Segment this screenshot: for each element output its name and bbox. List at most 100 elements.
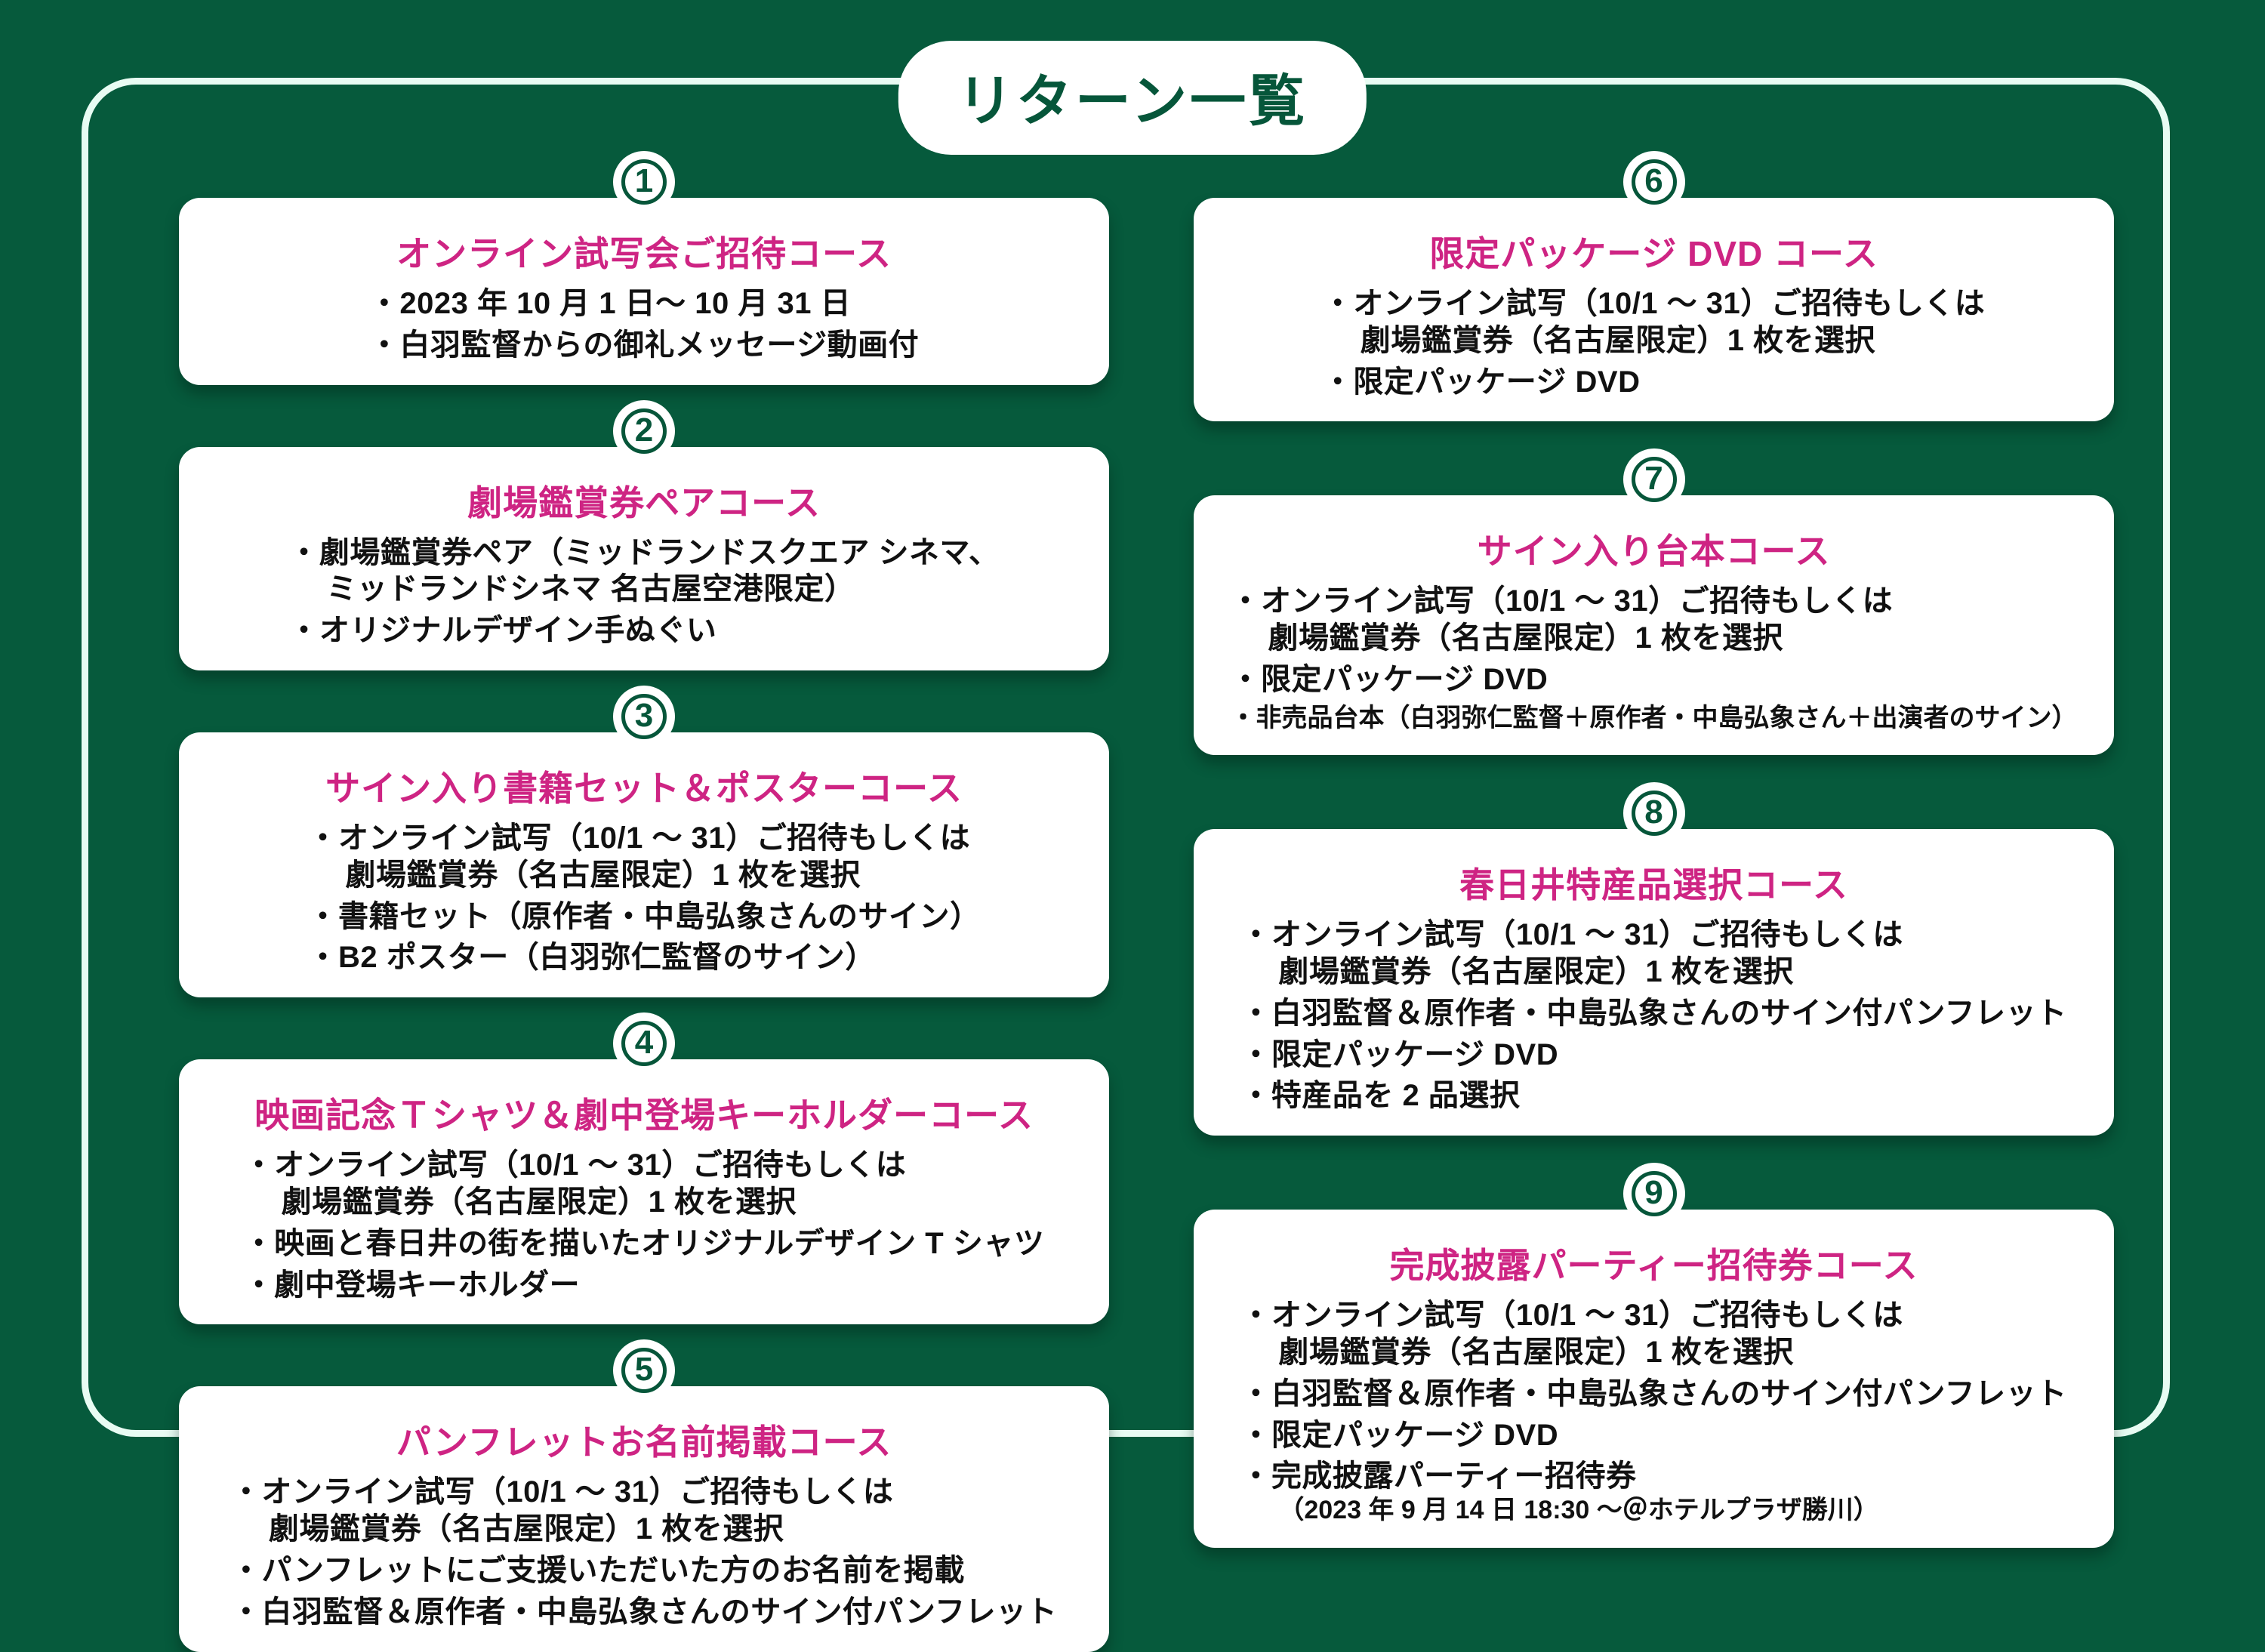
course-benefit-list: ・オンライン試写（10/1 ～ 31）ご招待もしくは劇場鑑賞券（名古屋限定）1 …	[308, 820, 981, 976]
course-number-badge: 4	[613, 1012, 675, 1075]
benefit-line: ・限定パッケージ DVD	[1322, 365, 1641, 399]
benefit-line: ・オリジナルデザイン手ぬぐい	[288, 614, 717, 648]
benefit-item: ・白羽監督からの御礼メッセージ動画付	[369, 327, 919, 364]
course-title: 完成披露パーティー招待券コース	[1389, 1246, 1918, 1286]
page-title: リターン一覧	[898, 41, 1367, 155]
course-title: オンライン試写会ご招待コース	[396, 234, 892, 273]
benefit-item: ・オンライン試写（10/1 ～ 31）ご招待もしくは劇場鑑賞券（名古屋限定）1 …	[244, 1147, 1045, 1221]
course-benefit-list: ・オンライン試写（10/1 ～ 31）ご招待もしくは劇場鑑賞券（名古屋限定）1 …	[1231, 583, 2078, 734]
course-number: 6	[1631, 159, 1677, 205]
benefit-item: ・オンライン試写（10/1 ～ 31）ご招待もしくは劇場鑑賞券（名古屋限定）1 …	[1323, 285, 1986, 359]
course-slot: 3 サイン入り書籍セット＆ポスターコース・オンライン試写（10/1 ～ 31）ご招…	[179, 685, 1109, 998]
benefit-item: ・限定パッケージ DVD	[1240, 1417, 2066, 1454]
benefit-line: 劇場鑑賞券（名古屋限定）1 枚を選択	[1278, 1336, 1794, 1370]
benefit-line: ・オンライン試写（10/1 ～ 31）ご招待もしくは	[243, 1148, 907, 1182]
return-course-card: 8 春日井特産品選択コース・オンライン試写（10/1 ～ 31）ご招待もしくは劇場…	[1194, 782, 2114, 1136]
return-course-card: 4 映画記念Ｔシャツ＆劇中登場キーホルダーコース・オンライン試写（10/1 ～ 3…	[179, 1012, 1109, 1325]
course-benefit-list: ・2023 年 10 月 1 日～ 10 月 31 日・白羽監督からの御礼メッセ…	[369, 285, 919, 364]
course-benefit-list: ・オンライン試写（10/1 ～ 31）ご招待もしくは劇場鑑賞券（名古屋限定）1 …	[244, 1147, 1045, 1303]
return-course-card: 5 パンフレットお名前掲載コース・オンライン試写（10/1 ～ 31）ご招待もしく…	[179, 1339, 1109, 1652]
course-title: サイン入り書籍セット＆ポスターコース	[325, 768, 963, 808]
course-title: 映画記念Ｔシャツ＆劇中登場キーホルダーコース	[254, 1096, 1034, 1136]
benefit-item: ・オンライン試写（10/1 ～ 31）ご招待もしくは劇場鑑賞券（名古屋限定）1 …	[1231, 583, 2078, 657]
course-number: 8	[1631, 791, 1677, 837]
benefit-line: ・限定パッケージ DVD	[1240, 1418, 1559, 1452]
benefit-line: ・映画と春日井の街を描いたオリジナルデザイン T シャツ	[243, 1226, 1045, 1260]
benefit-item: ・完成披露パーティー招待券 （2023 年 9 月 14 日 18:30 ～＠ホテ…	[1240, 1458, 2066, 1526]
course-number: 3	[621, 693, 667, 739]
course-title: 春日井特産品選択コース	[1459, 865, 1848, 905]
course-number-badge: 9	[1622, 1163, 1685, 1225]
benefit-line: ・オンライン試写（10/1 ～ 31）ご招待もしくは	[1240, 1299, 1903, 1333]
benefit-line: ・特産品を 2 品選択	[1240, 1079, 1521, 1113]
course-benefit-list: ・オンライン試写（10/1 ～ 31）ご招待もしくは劇場鑑賞券（名古屋限定）1 …	[231, 1474, 1057, 1630]
course-number-badge: 5	[613, 1339, 675, 1402]
course-number-badge: 7	[1622, 448, 1685, 511]
benefit-item: ・書籍セット（原作者・中島弘象さんのサイン）	[308, 898, 981, 935]
course-slot: 5 パンフレットお名前掲載コース・オンライン試写（10/1 ～ 31）ご招待もしく…	[179, 1339, 1109, 1652]
benefit-item: ・限定パッケージ DVD	[1240, 1037, 2066, 1074]
course-benefit-list: ・オンライン試写（10/1 ～ 31）ご招待もしくは劇場鑑賞券（名古屋限定）1 …	[1323, 285, 1986, 400]
benefit-line: 劇場鑑賞券（名古屋限定）1 枚を選択	[345, 858, 861, 892]
benefit-item: ・2023 年 10 月 1 日～ 10 月 31 日	[369, 285, 919, 322]
benefit-item: ・白羽監督＆原作者・中島弘象さんのサイン付パンフレット	[1240, 1376, 2066, 1413]
course-slot: 4 映画記念Ｔシャツ＆劇中登場キーホルダーコース・オンライン試写（10/1 ～ 3…	[179, 1012, 1109, 1325]
course-slot: 1 オンライン試写会ご招待コース・2023 年 10 月 1 日～ 10 月 31…	[179, 151, 1109, 385]
benefit-item: ・劇場鑑賞券ペア（ミッドランドスクエア シネマ、ミッドランドシネマ 名古屋空港限…	[288, 535, 999, 609]
course-number-badge: 3	[613, 685, 675, 747]
benefit-line: ・白羽監督からの御礼メッセージ動画付	[368, 328, 920, 362]
course-number: 5	[621, 1348, 667, 1394]
benefit-line: ・限定パッケージ DVD	[1240, 1037, 1559, 1071]
benefit-line: ・限定パッケージ DVD	[1230, 662, 1549, 696]
course-number: 2	[621, 408, 667, 454]
benefit-item: ・限定パッケージ DVD	[1231, 661, 2078, 698]
benefit-item: ・オンライン試写（10/1 ～ 31）ご招待もしくは劇場鑑賞券（名古屋限定）1 …	[1240, 1297, 2066, 1371]
benefit-line: ・B2 ポスター（白羽弥仁監督のサイン）	[307, 941, 876, 975]
course-benefit-list: ・オンライン試写（10/1 ～ 31）ご招待もしくは劇場鑑賞券（名古屋限定）1 …	[1240, 1297, 2066, 1526]
benefit-line: ・白羽監督＆原作者・中島弘象さんのサイン付パンフレット	[1240, 996, 2067, 1030]
benefit-item: ・特産品を 2 品選択	[1240, 1077, 2066, 1114]
benefit-line: ・劇場鑑賞券ペア（ミッドランドスクエア シネマ、	[288, 535, 1000, 569]
benefit-line: ・オンライン試写（10/1 ～ 31）ご招待もしくは	[1230, 584, 1894, 618]
benefit-item: ・非売品台本（白羽弥仁監督＋原作者・中島弘象さん＋出演者のサイン）	[1231, 703, 2078, 734]
benefit-item: ・白羽監督＆原作者・中島弘象さんのサイン付パンフレット	[231, 1594, 1057, 1631]
return-course-card: 1 オンライン試写会ご招待コース・2023 年 10 月 1 日～ 10 月 31…	[179, 151, 1109, 385]
benefit-line: ・劇中登場キーホルダー	[243, 1268, 581, 1302]
benefit-line: ・オンライン試写（10/1 ～ 31）ご招待もしくは	[230, 1475, 894, 1509]
course-number-badge: 2	[613, 399, 675, 462]
course-number: 7	[1631, 457, 1677, 503]
benefit-item: ・オンライン試写（10/1 ～ 31）ご招待もしくは劇場鑑賞券（名古屋限定）1 …	[308, 820, 981, 894]
benefit-line: ・白羽監督＆原作者・中島弘象さんのサイン付パンフレット	[230, 1595, 1058, 1629]
benefit-line: ・オンライン試写（10/1 ～ 31）ご招待もしくは	[307, 821, 971, 855]
course-number: 4	[621, 1021, 667, 1067]
course-number-badge: 8	[1622, 782, 1685, 845]
benefit-item: ・白羽監督＆原作者・中島弘象さんのサイン付パンフレット	[1240, 995, 2066, 1032]
benefit-line: ・オンライン試写（10/1 ～ 31）ご招待もしくは	[1240, 918, 1903, 952]
benefit-line: ・非売品台本（白羽弥仁監督＋原作者・中島弘象さん＋出演者のサイン）	[1230, 703, 2078, 732]
course-title: パンフレットお名前掲載コース	[396, 1422, 892, 1462]
benefit-line: ・2023 年 10 月 1 日～ 10 月 31 日	[368, 287, 852, 320]
benefit-line: ミッドランドシネマ 名古屋空港限定）	[326, 572, 855, 606]
benefit-item: ・オンライン試写（10/1 ～ 31）ご招待もしくは劇場鑑賞券（名古屋限定）1 …	[231, 1474, 1057, 1548]
left-column: 1 オンライン試写会ご招待コース・2023 年 10 月 1 日～ 10 月 31…	[179, 151, 1109, 1652]
benefit-line: ・書籍セット（原作者・中島弘象さんのサイン）	[307, 899, 981, 933]
benefit-line: ・完成披露パーティー招待券	[1240, 1459, 1637, 1493]
benefit-line: 劇場鑑賞券（名古屋限定）1 枚を選択	[1360, 323, 1876, 357]
benefit-line: ・パンフレットにご支援いただいた方のお名前を掲載	[230, 1553, 965, 1587]
benefit-item: ・映画と春日井の街を描いたオリジナルデザイン T シャツ	[244, 1225, 1045, 1262]
course-slot: 9 完成披露パーティー招待券コース・オンライン試写（10/1 ～ 31）ご招待もし…	[1194, 1163, 2114, 1548]
course-number-badge: 6	[1622, 151, 1685, 213]
benefit-item: ・オリジナルデザイン手ぬぐい	[288, 612, 999, 649]
benefit-line: （2023 年 9 月 14 日 18:30 ～＠ホテルプラザ勝川）	[1278, 1496, 1879, 1525]
return-course-card: 9 完成披露パーティー招待券コース・オンライン試写（10/1 ～ 31）ご招待もし…	[1194, 1163, 2114, 1548]
benefit-line: 劇場鑑賞券（名古屋限定）1 枚を選択	[268, 1512, 784, 1546]
benefit-line: 劇場鑑賞券（名古屋限定）1 枚を選択	[1278, 955, 1794, 989]
return-list-flyer: { "page_title": "リターン一覧", "colors": { "b…	[82, 41, 2170, 1652]
benefit-line: 劇場鑑賞券（名古屋限定）1 枚を選択	[1268, 621, 1783, 655]
course-number-badge: 1	[613, 151, 675, 213]
